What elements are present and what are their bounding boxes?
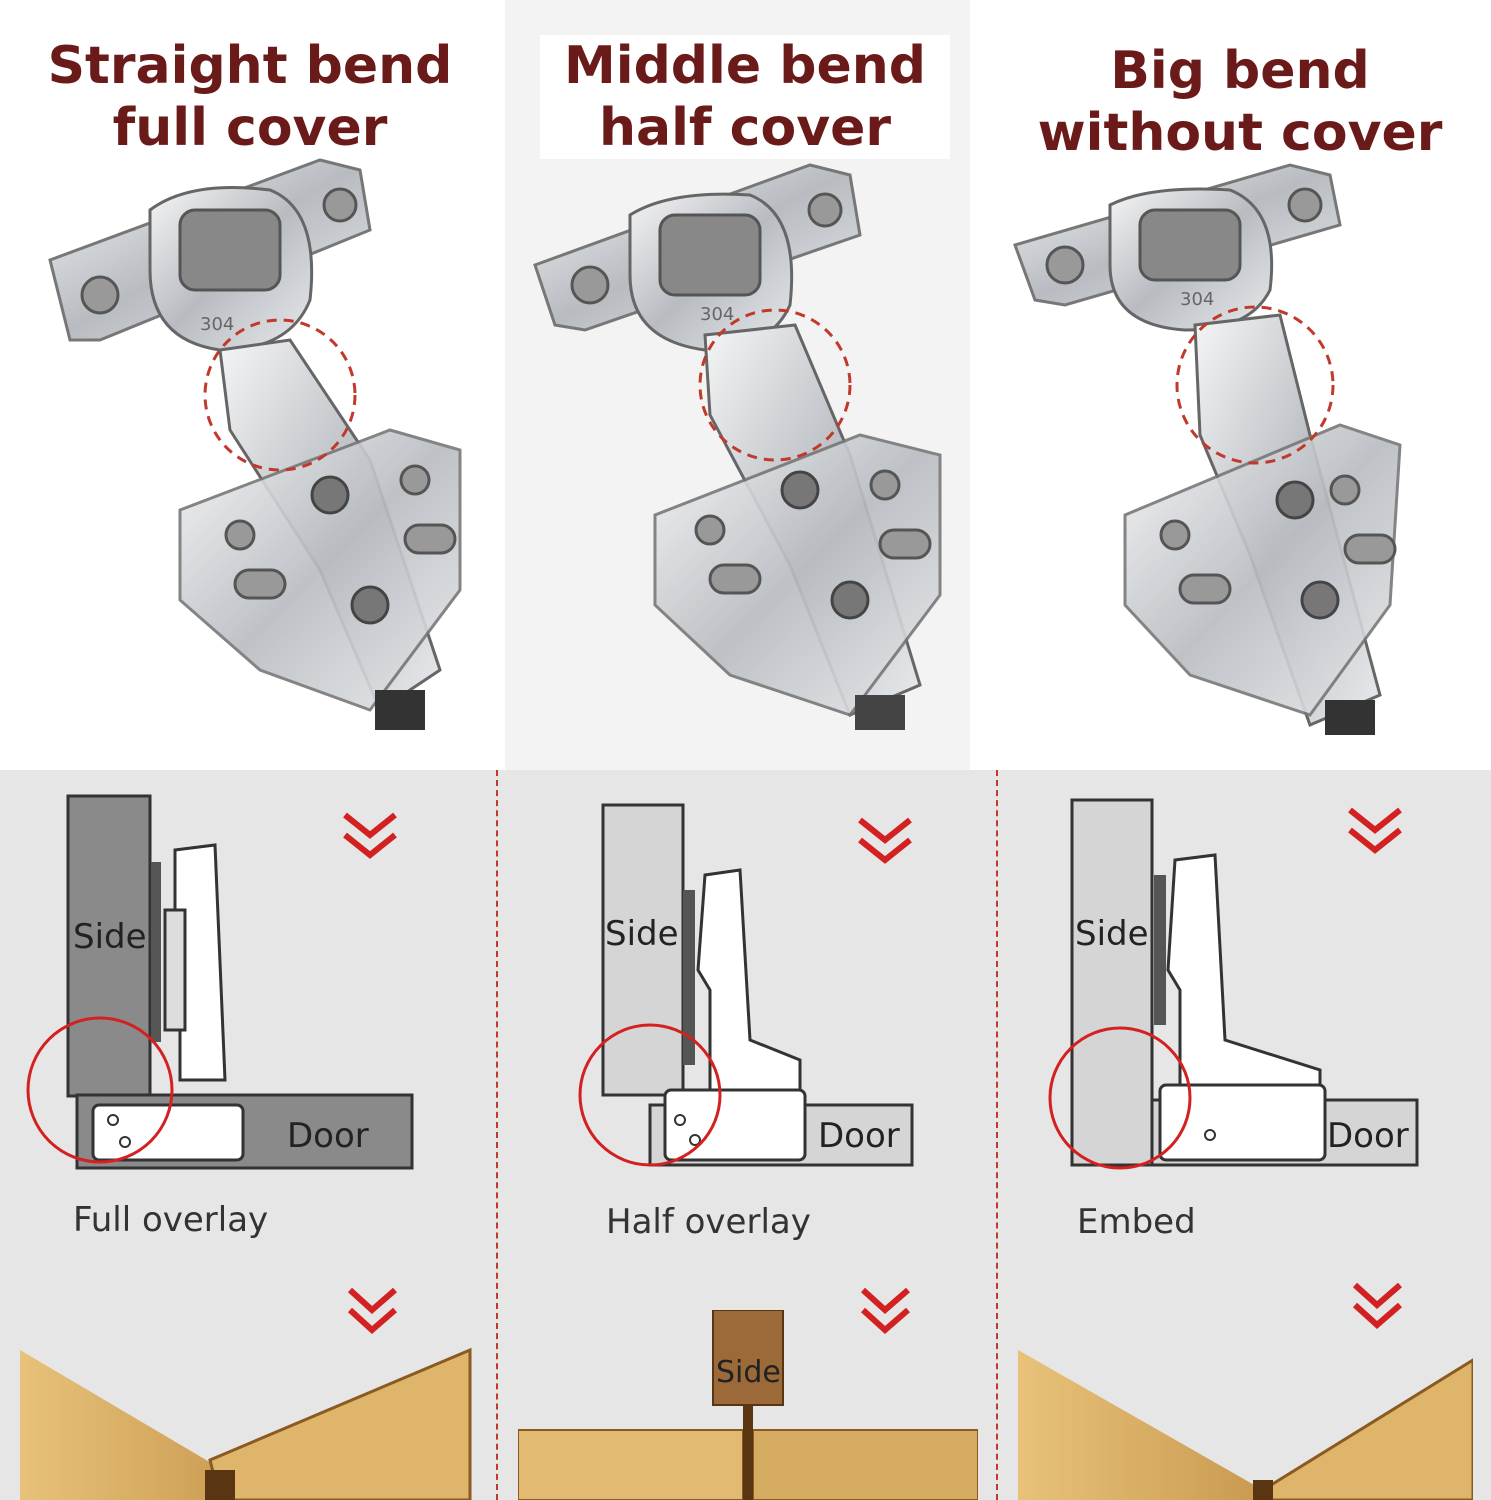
wood-full-overlay	[20, 1340, 475, 1500]
label-full-overlay: Full overlay	[73, 1200, 269, 1240]
title-line-2: without cover	[1037, 103, 1443, 163]
chevron-down-icon	[1350, 1280, 1405, 1334]
stamp-304: 304	[1180, 289, 1214, 310]
side-label: Side	[73, 917, 147, 957]
title-big-bend: Big bend without cover	[1010, 40, 1470, 164]
product-photo-area: Straight bend full cover Middle bend hal…	[20, 0, 1470, 770]
stamp-304: 304	[700, 304, 734, 325]
diagram-half-overlay: Side Door	[560, 790, 960, 1180]
title-middle-bend: Middle bend half cover	[540, 35, 950, 159]
diagram-full-overlay: Side Door	[25, 790, 475, 1180]
title-line-1: Middle bend	[564, 36, 926, 96]
title-line-1: Big bend	[1110, 41, 1370, 101]
wood-embed	[1018, 1340, 1473, 1500]
door-label: Door	[287, 1116, 369, 1156]
door-label: Door	[1327, 1116, 1409, 1156]
column-divider-2	[996, 770, 998, 1500]
label-half-overlay: Half overlay	[606, 1202, 811, 1242]
title-line-1: Straight bend	[47, 36, 453, 96]
title-line-2: half cover	[598, 98, 892, 158]
title-straight-bend: Straight bend full cover	[20, 35, 480, 159]
hinge-middle-bend-photo: 304	[530, 155, 970, 755]
hinge-big-bend-photo: 304	[1010, 155, 1450, 755]
side-panel	[1070, 798, 1154, 1167]
chevron-down-icon	[858, 1285, 913, 1339]
diagram-embed: Side Door	[1030, 790, 1460, 1180]
side-label: Side	[605, 914, 679, 954]
column-divider-1	[496, 770, 498, 1500]
side-label: Side	[1075, 914, 1149, 954]
door-label: Door	[818, 1116, 900, 1156]
wood-side-label: Side	[716, 1355, 781, 1390]
wood-half-overlay: Side	[518, 1310, 978, 1500]
side-panel	[601, 803, 685, 1097]
label-embed: Embed	[1077, 1202, 1196, 1242]
chevron-down-icon	[345, 1285, 400, 1339]
hinge-straight-bend-photo: 304	[40, 150, 500, 750]
title-line-2: full cover	[112, 98, 388, 158]
stamp-304: 304	[200, 314, 234, 335]
